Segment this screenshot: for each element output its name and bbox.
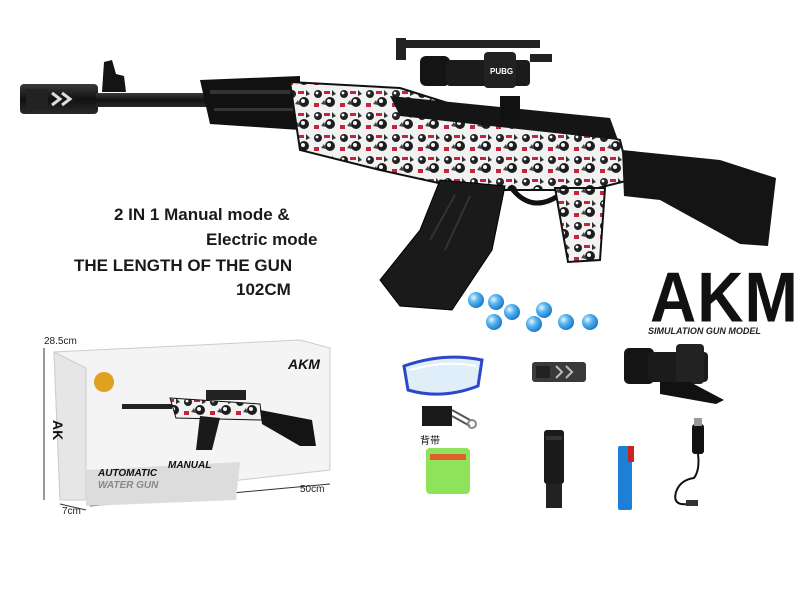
spec-line-4: 102CM — [236, 280, 291, 299]
spec-line-3: THE LENGTH OF THE GUN — [74, 256, 293, 275]
brand-subtitle: SIMULATION GUN MODEL — [648, 326, 761, 336]
spec-line-1: 2 IN 1 Manual mode & — [114, 205, 290, 224]
scope — [420, 52, 530, 120]
box-height-label: 28.5cm — [44, 336, 77, 347]
box-bottom-text-3: WATER GUN — [98, 480, 159, 491]
gun-receiver — [288, 80, 632, 191]
gun-barrel — [96, 93, 216, 107]
strap-label: 背带 — [420, 436, 440, 447]
gun-stock — [622, 150, 776, 246]
gun-grip — [553, 187, 607, 264]
box-bottom-text-2: MANUAL — [168, 460, 212, 471]
spec-line-2: Electric mode — [206, 230, 318, 249]
box-bottom-text-1: AUTOMATIC — [98, 468, 158, 479]
gun-magazine — [379, 179, 506, 311]
box-width-label: 50cm — [300, 484, 325, 495]
box-side-text: AK — [50, 420, 66, 441]
gun-muzzle-brake — [20, 84, 98, 114]
box-front-title: AKM — [288, 356, 320, 372]
brand-title: AKM — [650, 257, 799, 337]
box-depth-label: 7cm — [62, 506, 81, 517]
scope-label: PUBG — [490, 67, 513, 76]
